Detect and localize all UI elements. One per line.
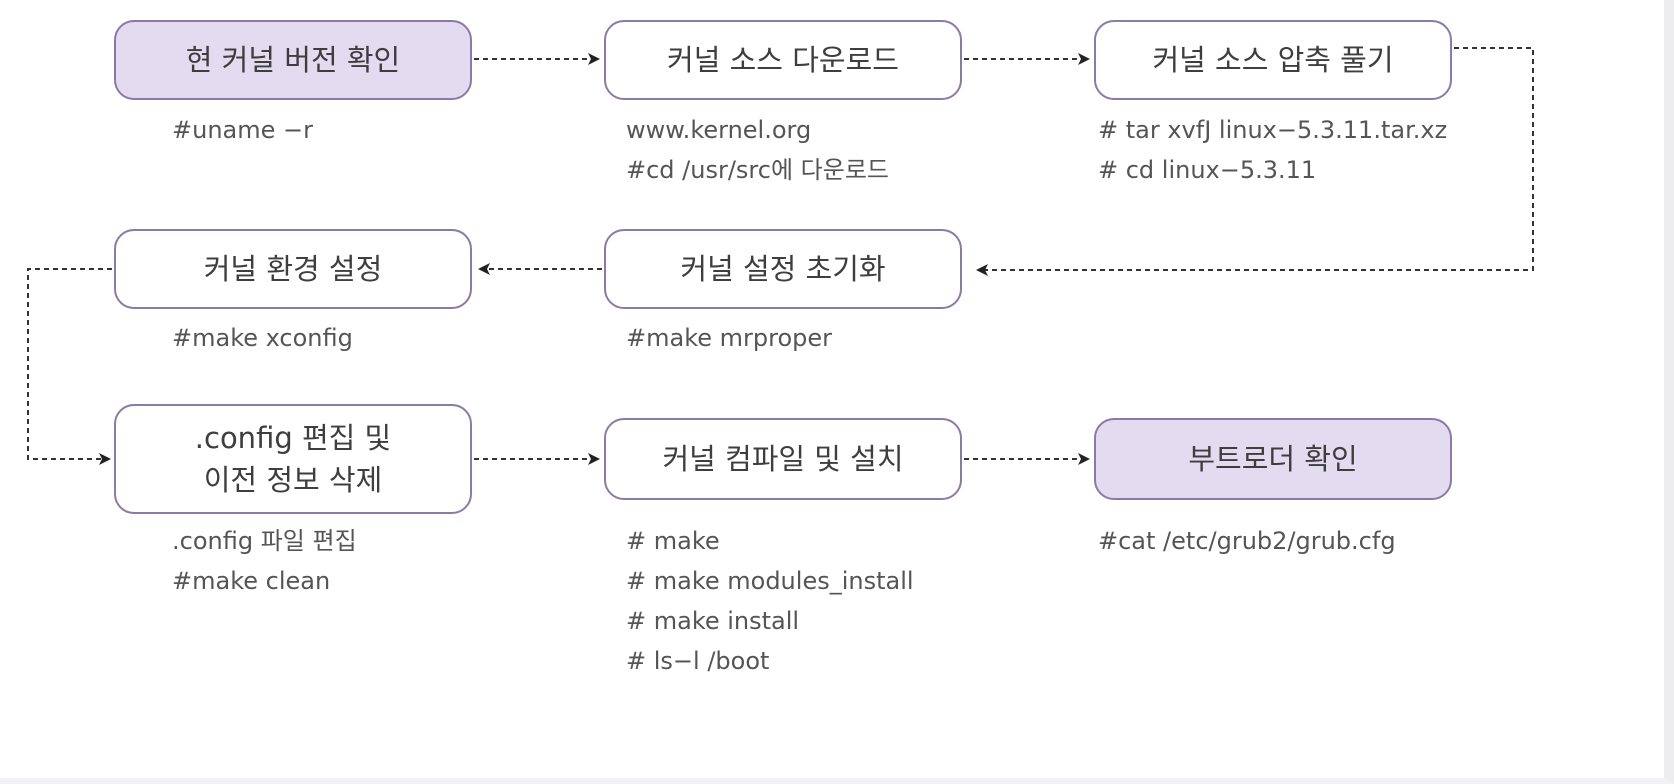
command-line: #make xconfig	[172, 324, 353, 352]
command-line: # ls−l /boot	[626, 647, 770, 675]
step-env-config-title: 커널 환경 설정	[203, 252, 383, 286]
command-line: #uname −r	[172, 116, 313, 144]
step-env-config-box: 커널 환경 설정	[114, 229, 472, 309]
step-check-version-title: 현 커널 버전 확인	[185, 43, 401, 77]
command-line: #make mrproper	[626, 324, 833, 352]
step-edit-config-commands: .config 파일 편집 #make clean	[172, 521, 357, 601]
step-check-version-box: 현 커널 버전 확인	[114, 20, 472, 100]
command-line: #make clean	[172, 567, 331, 595]
step-download-box: 커널 소스 다운로드	[604, 20, 962, 100]
command-line: # make	[626, 527, 720, 555]
command-line: # make modules_install	[626, 567, 914, 595]
command-line: .config 파일 편집	[172, 527, 357, 555]
step-bootloader-title: 부트로더 확인	[1188, 442, 1358, 476]
step-env-config-commands: #make xconfig	[172, 318, 353, 358]
step-edit-config-title-line2: 이전 정보 삭제	[203, 463, 383, 497]
step-compile-title: 커널 컴파일 및 설치	[662, 442, 904, 476]
step-compile-commands: # make # make modules_install # make ins…	[626, 521, 914, 681]
command-line: # cd linux−5.3.11	[1098, 156, 1317, 184]
step-extract-commands: # tar xvfJ linux−5.3.11.tar.xz # cd linu…	[1098, 110, 1447, 190]
step-init-config-title: 커널 설정 초기화	[680, 252, 886, 286]
step-init-config-box: 커널 설정 초기화	[604, 229, 962, 309]
arrow-extract-to-init	[976, 47, 1534, 276]
step-check-version-commands: #uname −r	[172, 110, 313, 150]
command-line: # tar xvfJ linux−5.3.11.tar.xz	[1098, 116, 1448, 144]
step-extract-title: 커널 소스 압축 풀기	[1152, 43, 1394, 77]
step-download-commands: www.kernel.org #cd /usr/src에 다운로드	[626, 110, 889, 190]
step-bootloader-box: 부트로더 확인	[1094, 418, 1452, 500]
step-bootloader-commands: #cat /etc/grub2/grub.cfg	[1098, 521, 1396, 561]
step-edit-config-box: .config 편집 및 이전 정보 삭제	[114, 404, 472, 514]
step-compile-box: 커널 컴파일 및 설치	[604, 418, 962, 500]
command-line: #cat /etc/grub2/grub.cfg	[1098, 527, 1396, 555]
arrow-env-to-edit	[27, 268, 112, 465]
step-edit-config-title-line1: .config 편집 및	[194, 421, 392, 455]
step-init-config-commands: #make mrproper	[626, 318, 832, 358]
command-line: www.kernel.org	[626, 116, 812, 144]
step-download-title: 커널 소스 다운로드	[667, 43, 899, 77]
step-extract-box: 커널 소스 압축 풀기	[1094, 20, 1452, 100]
command-line: #cd /usr/src에 다운로드	[626, 156, 889, 184]
command-line: # make install	[626, 607, 800, 635]
